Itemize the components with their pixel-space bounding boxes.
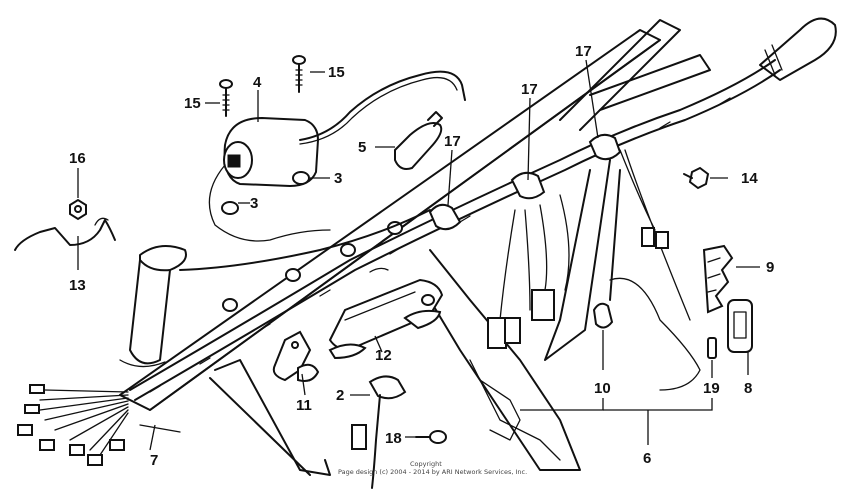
callout-17a: 17 xyxy=(444,133,461,150)
coil-bolt-left xyxy=(219,79,233,117)
callout-17c: 17 xyxy=(575,43,592,60)
fuse-case xyxy=(727,299,753,353)
fuse xyxy=(707,337,717,359)
rubber-cap xyxy=(221,171,310,215)
callout-15b: 15 xyxy=(328,64,345,81)
callout-17b: 17 xyxy=(521,81,538,98)
callout-13: 13 xyxy=(69,277,86,294)
wire-harness xyxy=(17,17,837,466)
regulator-bracket xyxy=(328,278,444,360)
callout-3a: 3 xyxy=(334,170,342,187)
callout-5: 5 xyxy=(358,139,366,156)
harness-clamp-b xyxy=(510,171,546,200)
callout-10: 10 xyxy=(594,380,611,397)
nut xyxy=(69,198,87,221)
callout-19: 19 xyxy=(703,380,720,397)
harness-clamp-a xyxy=(428,203,462,231)
motorcycle-frame xyxy=(119,19,711,476)
callout-8: 8 xyxy=(744,380,752,397)
callout-4: 4 xyxy=(253,74,262,91)
leader-lines xyxy=(77,59,760,451)
callout-14: 14 xyxy=(741,170,758,187)
spark-plug-cap xyxy=(394,111,443,170)
callout-15a: 15 xyxy=(184,95,201,112)
callout-16: 16 xyxy=(69,150,86,167)
wire-clip xyxy=(14,217,116,251)
callout-9: 9 xyxy=(766,259,774,276)
callout-11: 11 xyxy=(296,397,312,414)
callout-12: 12 xyxy=(375,347,392,364)
small-bracket xyxy=(272,330,320,382)
callout-7: 7 xyxy=(150,452,158,469)
coil-bolt-right xyxy=(292,55,306,93)
callout-18: 18 xyxy=(385,430,402,447)
copyright-text: Page design (c) 2004 - 2014 by ARI Netwo… xyxy=(338,468,527,476)
fuse-holder xyxy=(702,244,734,314)
callout-labels: 1 2 3 3 4 5 6 7 8 9 10 11 12 13 14 15 15… xyxy=(69,43,774,469)
ignition-coil xyxy=(208,70,466,242)
lead-connector xyxy=(351,375,407,489)
callout-3b: 3 xyxy=(250,195,258,212)
grommet xyxy=(592,302,614,329)
mounting-screw xyxy=(683,166,710,190)
callout-6: 6 xyxy=(643,450,651,467)
callout-2: 2 xyxy=(336,387,344,404)
wire-terminal-bundle xyxy=(17,384,181,466)
copyright-title: Copyright xyxy=(410,460,442,468)
